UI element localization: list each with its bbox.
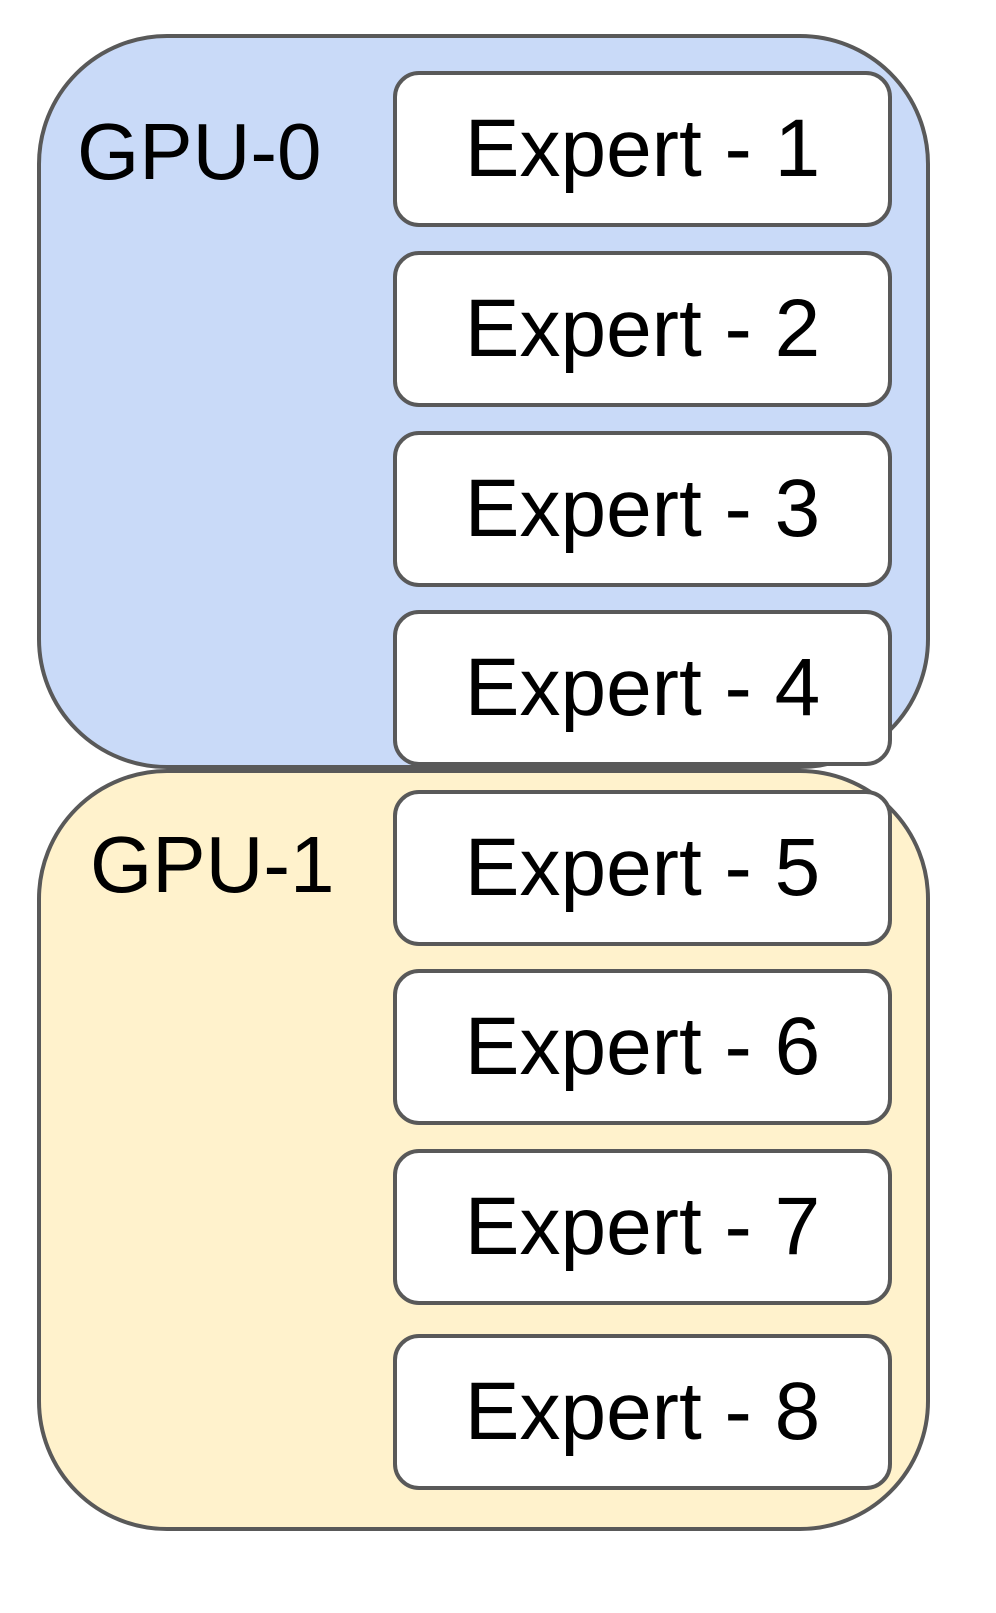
- expert-4-box: Expert - 4: [393, 610, 892, 766]
- gpu-0-label: GPU-0: [77, 107, 322, 196]
- expert-8-box: Expert - 8: [393, 1334, 892, 1490]
- expert-7-box: Expert - 7: [393, 1149, 892, 1305]
- expert-1-box: Expert - 1: [393, 71, 892, 227]
- expert-5-box: Expert - 5: [393, 790, 892, 946]
- expert-3-box: Expert - 3: [393, 431, 892, 587]
- expert-2-box: Expert - 2: [393, 251, 892, 407]
- expert-6-box: Expert - 6: [393, 969, 892, 1125]
- gpu-1-label: GPU-1: [90, 820, 335, 909]
